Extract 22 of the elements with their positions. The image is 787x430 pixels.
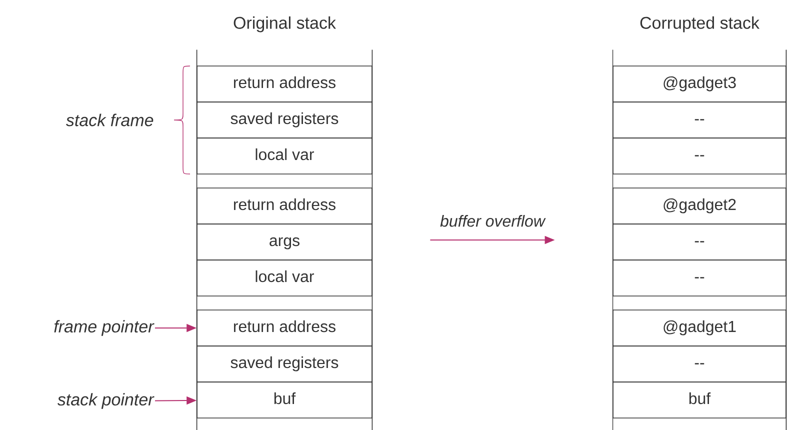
stack-cell: buf xyxy=(196,382,372,418)
pointer-label: stack pointer xyxy=(57,393,154,409)
stack-cell: -- xyxy=(612,224,786,260)
stack-cell: @gadget2 xyxy=(612,188,786,224)
stack-cell: saved registers xyxy=(196,102,372,138)
stack-cell: -- xyxy=(612,260,786,296)
stack-cell: -- xyxy=(612,102,786,138)
stack-cell: -- xyxy=(612,346,786,382)
stack-cell: local var xyxy=(196,138,372,174)
stack-cell: @gadget3 xyxy=(612,66,786,102)
bracket-label: stack frame xyxy=(66,114,154,126)
stack-cell: return address xyxy=(196,188,372,224)
stack-cell: args xyxy=(196,224,372,260)
stack-cell: -- xyxy=(612,138,786,174)
stack-cell: local var xyxy=(196,260,372,296)
stack-cell: return address xyxy=(196,66,372,102)
pointer-label: frame pointer xyxy=(54,320,154,336)
stack-cell: return address xyxy=(196,310,372,346)
stack-cell: buf xyxy=(612,382,786,418)
edge-label: buffer overflow xyxy=(439,214,546,228)
stack-cell: saved registers xyxy=(196,346,372,382)
stack-cell: @gadget1 xyxy=(612,310,786,346)
